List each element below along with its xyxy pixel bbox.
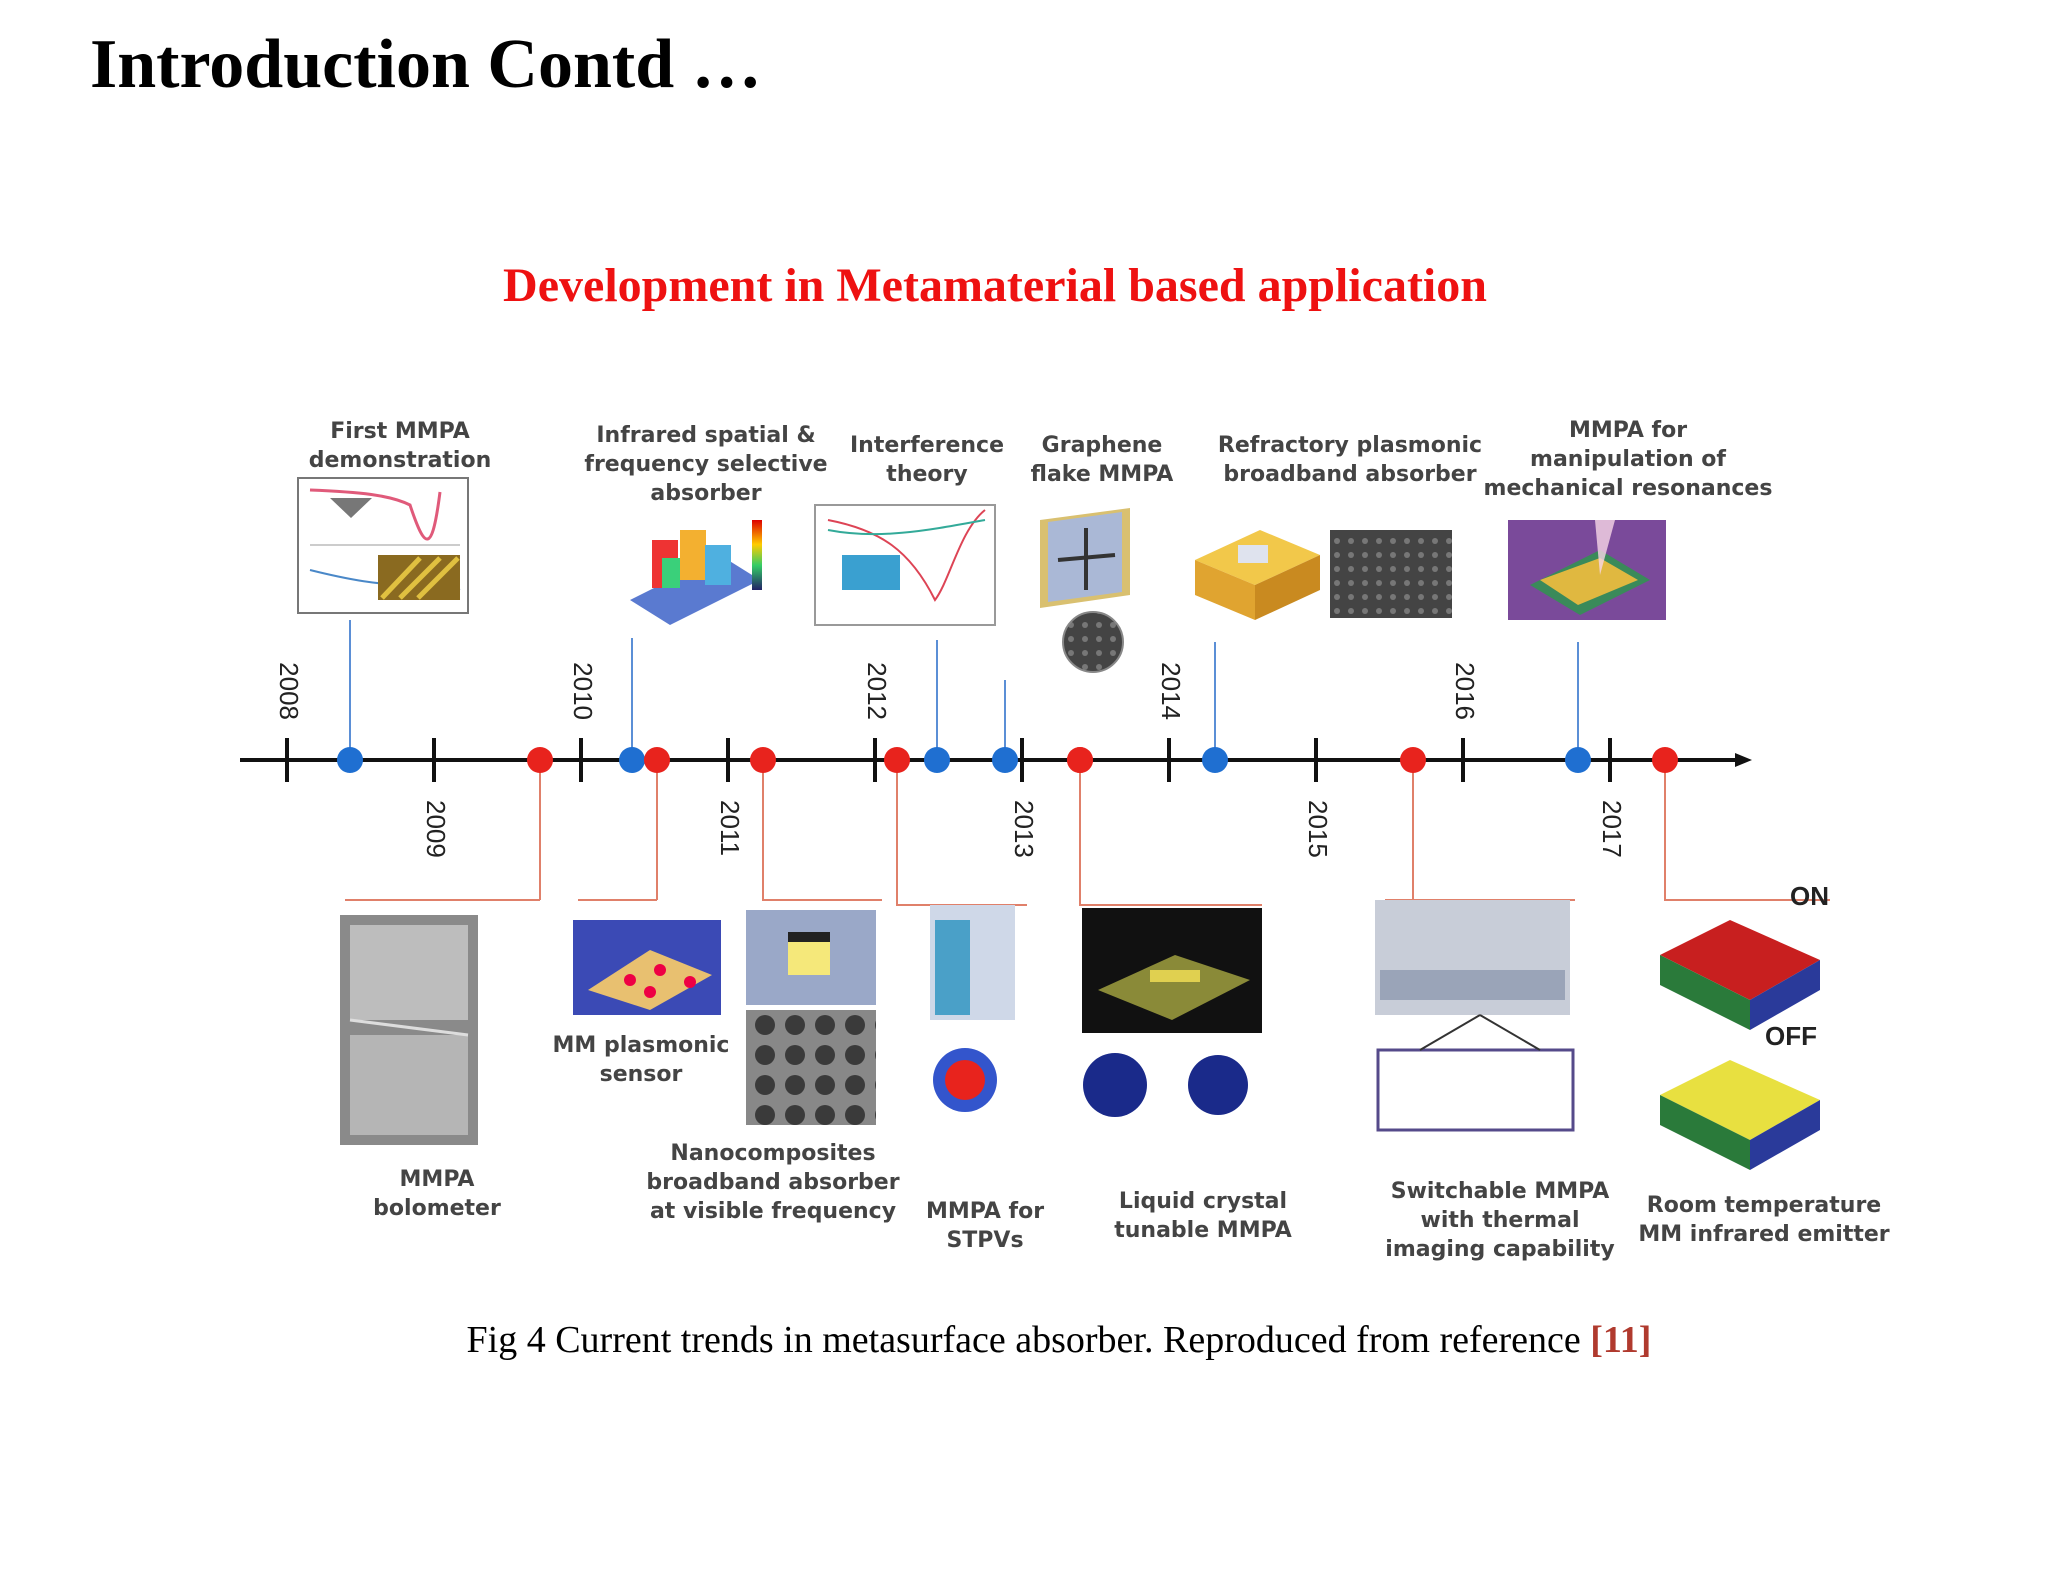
blue-event-marker-2	[619, 747, 645, 773]
year-label-2012: 2012	[862, 662, 892, 720]
bottom-event-label-2-line-1: MM plasmonic	[553, 1033, 730, 1058]
figure-caption: Fig 4 Current trends in metasurface abso…	[0, 1318, 2048, 1362]
top-event-label-6-line-2: manipulation of	[1530, 447, 1726, 472]
year-label-2008: 2008	[274, 662, 304, 720]
red-event-marker-2	[644, 747, 670, 773]
graphene-flake-mmpa-image	[1040, 508, 1130, 673]
refractory-absorber-image	[1195, 530, 1452, 620]
top-event-label-3-line-2: theory	[886, 462, 967, 487]
year-label-2016: 2016	[1450, 662, 1480, 720]
top-event-label-3-line-1: Interference	[850, 433, 1004, 458]
caption-reference-link[interactable]: [11]	[1590, 1319, 1652, 1361]
bottom-connector-3	[762, 760, 882, 901]
bottom-connector-6	[1412, 760, 1575, 901]
red-event-marker-1	[527, 747, 553, 773]
top-event-label-4-line-2: flake MMPA	[1031, 462, 1174, 487]
blue-event-marker-5	[1202, 747, 1228, 773]
bottom-event-label-4-line-2: STPVs	[946, 1228, 1023, 1253]
emitter-state-off: OFF	[1765, 1021, 1817, 1051]
red-event-marker-6	[1400, 747, 1426, 773]
bottom-event-label-6-line-2: with thermal	[1421, 1208, 1580, 1233]
top-event-label-6-line-1: MMPA for	[1569, 418, 1687, 443]
year-label-2013: 2013	[1009, 800, 1039, 858]
bottom-event-label-3-line-3: at visible frequency	[650, 1199, 896, 1224]
bottom-event-label-6-line-3: imaging capability	[1385, 1237, 1614, 1262]
bottom-event-label-5-line-2: tunable MMPA	[1114, 1218, 1291, 1243]
mmpa-bolometer-sem-image	[340, 915, 478, 1145]
bottom-event-label-1-line-2: bolometer	[373, 1196, 501, 1221]
red-event-marker-extra	[1067, 747, 1093, 773]
year-label-2011: 2011	[715, 800, 745, 856]
year-label-2017: 2017	[1597, 800, 1627, 858]
top-event-label-1-line-1: First MMPA	[330, 419, 470, 444]
year-label-2009: 2009	[421, 800, 451, 858]
bottom-event-label-3-line-2: broadband absorber	[646, 1170, 899, 1195]
top-event-label-1-line-2: demonstration	[309, 448, 492, 473]
interference-theory-plot-image	[814, 504, 996, 626]
mechanical-resonance-mmpa-image	[1508, 520, 1666, 620]
infrared-emitter-image	[1660, 920, 1820, 1170]
blue-event-marker-4	[992, 747, 1018, 773]
bottom-connector-4	[896, 760, 1027, 906]
top-event-label-4-line-1: Graphene	[1042, 433, 1163, 458]
switchable-mmpa-image	[1375, 900, 1575, 1132]
caption-text: Fig 4 Current trends in metasurface abso…	[466, 1319, 1591, 1361]
bottom-event-label-7-line-2: MM infrared emitter	[1638, 1222, 1889, 1247]
timeline-arrowhead	[1735, 753, 1752, 767]
mm-plasmonic-sensor-image	[573, 920, 721, 1015]
metamaterial-timeline-diagram: 2008 2009 2010 2011 2012 2013 2014 2015 2016 2017	[240, 418, 1890, 1262]
year-label-2010: 2010	[568, 662, 598, 720]
year-label-2014: 2014	[1156, 662, 1186, 720]
first-mmpa-plot-image	[297, 477, 469, 614]
nanocomposite-absorber-image	[746, 910, 876, 1125]
bottom-event-label-2-line-2: sensor	[600, 1062, 683, 1087]
top-event-label-6-line-3: mechanical resonances	[1484, 476, 1773, 501]
infrared-absorber-3d-image	[630, 520, 762, 625]
top-event-label-2-line-1: Infrared spatial &	[596, 423, 815, 448]
bottom-connector-7	[1664, 760, 1830, 901]
top-event-label-2-line-3: absorber	[650, 481, 761, 506]
year-label-2015: 2015	[1303, 800, 1333, 858]
bottom-event-label-4-line-1: MMPA for	[926, 1199, 1044, 1224]
red-event-marker-7	[1652, 747, 1678, 773]
bottom-event-label-6-line-1: Switchable MMPA	[1391, 1179, 1610, 1204]
bottom-event-label-5-line-1: Liquid crystal	[1119, 1189, 1287, 1214]
page-title: Introduction Contd …	[90, 26, 762, 103]
red-event-marker-3	[750, 747, 776, 773]
blue-event-marker-3	[924, 747, 950, 773]
mmpa-stpv-image	[930, 905, 1015, 1112]
emitter-state-on: ON	[1790, 881, 1829, 911]
bottom-event-label-1-line-1: MMPA	[400, 1167, 475, 1192]
blue-event-marker-6	[1565, 747, 1591, 773]
bottom-event-label-3-line-1: Nanocomposites	[670, 1141, 875, 1166]
red-event-marker-4	[884, 747, 910, 773]
top-event-label-5-line-1: Refractory plasmonic	[1218, 433, 1482, 458]
liquid-crystal-mmpa-image	[1082, 908, 1262, 1117]
top-event-label-2-line-2: frequency selective	[584, 452, 827, 477]
blue-event-marker-1	[337, 747, 363, 773]
bottom-event-label-7-line-1: Room temperature	[1647, 1193, 1881, 1218]
figure-heading: Development in Metamaterial based applic…	[503, 259, 1487, 312]
top-event-label-5-line-2: broadband absorber	[1223, 462, 1476, 487]
